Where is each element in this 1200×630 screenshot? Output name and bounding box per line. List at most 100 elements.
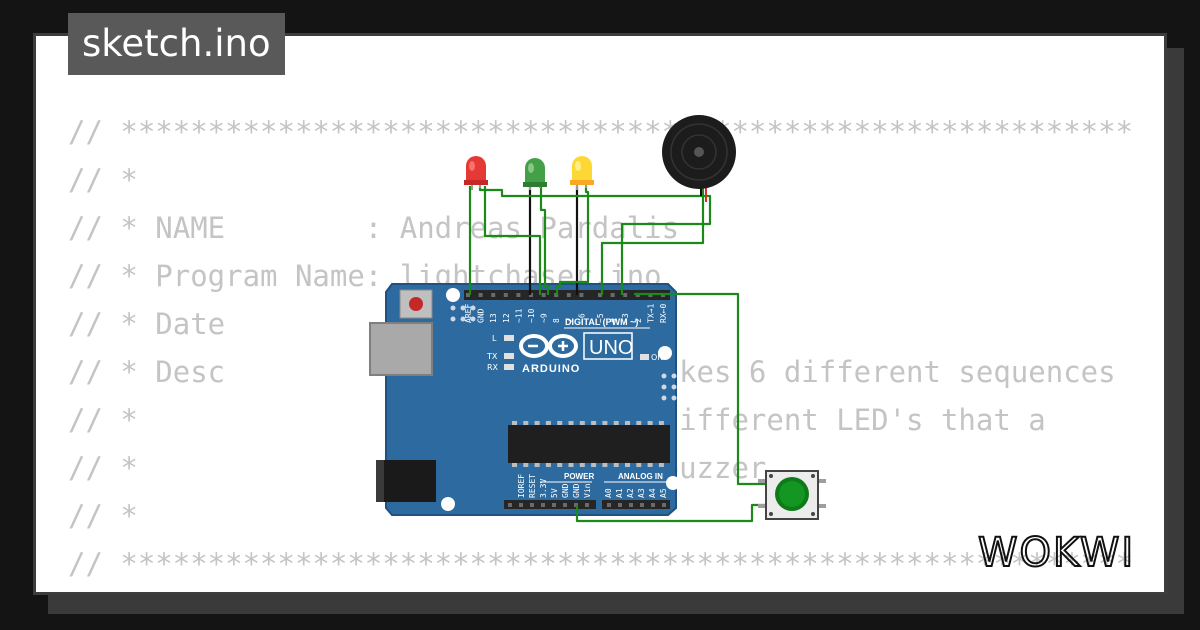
power-label: POWER <box>564 472 594 481</box>
usb-port <box>369 322 433 376</box>
chip-pin <box>568 421 574 425</box>
digital-pin-label: TX→1 <box>646 304 655 323</box>
digital-pin-label: 13 <box>489 313 498 323</box>
code-line: // * 3 different LED's that a <box>68 403 1046 437</box>
analog-pin-hole[interactable] <box>607 503 611 507</box>
digital-pin-hole[interactable] <box>598 293 602 297</box>
chip-pin <box>523 463 529 467</box>
chip-pin <box>658 463 664 467</box>
chip-pin <box>545 463 551 467</box>
chip-pin <box>557 463 563 467</box>
led-tx-label: TX <box>486 352 498 361</box>
digital-pin-hole[interactable] <box>610 293 615 297</box>
chip-pin <box>602 463 608 467</box>
power-pin-label: 3.3V <box>539 479 548 498</box>
analog-pin-label: A5 <box>659 488 668 498</box>
analog-pin-hole[interactable] <box>662 503 666 507</box>
chip-pin <box>625 421 630 425</box>
chip-pin <box>658 421 664 425</box>
code-line: // *************************************… <box>68 115 1132 149</box>
chip-pin <box>591 421 597 425</box>
power-pin-label: 5V <box>550 488 559 498</box>
analog-pin-label: A0 <box>604 488 613 498</box>
power-pin-label: GND <box>561 483 570 498</box>
on-led-label: ON <box>651 353 663 362</box>
analog-pin-label: A3 <box>637 488 646 498</box>
push-button[interactable] <box>758 470 826 520</box>
digital-pin-hole[interactable] <box>516 293 521 297</box>
analog-pin-hole[interactable] <box>629 503 633 507</box>
analog-pin-hole[interactable] <box>651 503 655 507</box>
led-green[interactable] <box>523 158 547 190</box>
chip-pin <box>602 421 608 425</box>
chip-pin <box>557 421 563 425</box>
chip-pin <box>647 463 653 467</box>
power-pin-hole[interactable] <box>585 503 589 507</box>
digital-header-label: DIGITAL (PWM ~) <box>565 317 638 327</box>
chip-pin <box>636 421 642 425</box>
digital-pin-hole[interactable] <box>566 293 571 297</box>
power-pin-hole[interactable] <box>519 503 523 507</box>
analog-pin-label: A2 <box>626 488 635 498</box>
buzzer[interactable] <box>662 115 736 202</box>
chip-pin <box>636 463 642 467</box>
digital-pin-label: 12 <box>502 313 511 323</box>
digital-pin-hole[interactable] <box>503 293 508 297</box>
chip-pin <box>534 421 540 425</box>
analog-pin-hole[interactable] <box>618 503 622 507</box>
led-l-label: L <box>492 334 497 343</box>
arduino-infinity-icon <box>519 334 578 358</box>
power-pin-label: RESET <box>528 474 537 498</box>
power-pin-hole[interactable] <box>541 503 545 507</box>
analog-header[interactable] <box>602 500 670 509</box>
uno-label: UNO <box>589 337 633 359</box>
digital-pin-label: 7 <box>565 318 574 323</box>
led-yellow[interactable] <box>570 156 594 190</box>
reset-button[interactable] <box>399 289 433 319</box>
analog-pin-label: A4 <box>648 488 657 498</box>
digital-pin-hole[interactable] <box>541 293 546 297</box>
digital-pin-label: ~3 <box>621 313 630 323</box>
chip-pin <box>579 421 585 425</box>
arduino-brand: ARDUINO <box>522 363 580 375</box>
digital-pin-hole[interactable] <box>466 293 470 297</box>
power-pin-hole[interactable] <box>563 503 567 507</box>
chip-pin <box>512 421 517 425</box>
chip-pin <box>591 463 597 467</box>
file-tab[interactable]: sketch.ino <box>68 13 285 75</box>
digital-pin-label: 2 <box>634 318 643 323</box>
chip-pin <box>534 463 540 467</box>
chip-pin <box>613 463 619 467</box>
digital-pin-hole[interactable] <box>623 293 628 297</box>
power-pin-label: GND <box>572 483 581 498</box>
power-jack <box>376 460 436 502</box>
digital-pin-label: ~10 <box>527 308 536 323</box>
chip-pin <box>523 421 529 425</box>
power-pin-hole[interactable] <box>530 503 534 507</box>
digital-pin-hole[interactable] <box>491 293 496 297</box>
power-pin-hole[interactable] <box>508 503 512 507</box>
digital-pin-hole[interactable] <box>579 293 584 297</box>
chip-pin <box>613 421 619 425</box>
led-red[interactable] <box>464 156 488 190</box>
code-line: // * <box>68 499 138 533</box>
power-pin-hole[interactable] <box>552 503 556 507</box>
code-line: // * Desc makes 6 different sequences <box>68 355 1116 389</box>
digital-pin-label: ~9 <box>540 313 549 323</box>
code-line: // *************************************… <box>68 547 1132 578</box>
digital-pin-label: ~6 <box>577 313 586 323</box>
digital-pin-hole[interactable] <box>478 293 483 297</box>
power-header[interactable] <box>504 500 596 509</box>
digital-pin-label: ~5 <box>596 313 605 323</box>
digital-pin-label: 8 <box>552 318 561 323</box>
wokwi-logo-text: WOKWI <box>978 530 1135 574</box>
analog-pin-hole[interactable] <box>640 503 644 507</box>
chip-pin <box>625 463 630 467</box>
code-line: // * NAME : Andreas Pardalis <box>68 211 680 245</box>
chip-pin <box>512 463 517 467</box>
digital-pin-label: GND <box>477 308 486 323</box>
chip-pin <box>579 463 585 467</box>
atmega-chip <box>508 421 670 467</box>
